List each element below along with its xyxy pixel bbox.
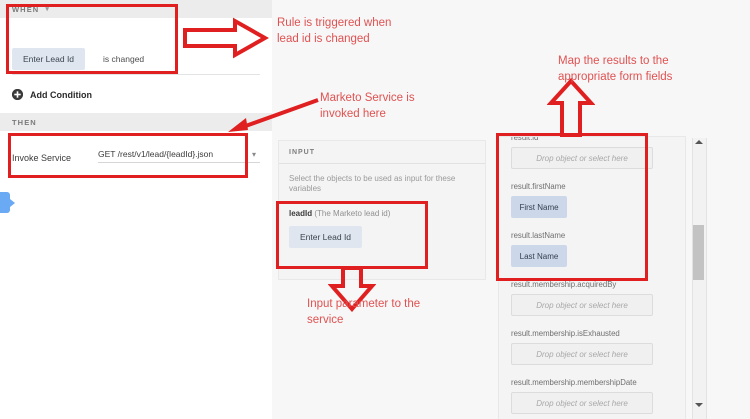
annotation-text-mapping: Map the results to the appropriate form … bbox=[558, 55, 673, 83]
output-field-result-lastname: result.lastName Last Name bbox=[511, 231, 673, 267]
when-operator-label[interactable]: is changed bbox=[103, 54, 145, 64]
when-section-body: Enter Lead Id is changed bbox=[0, 18, 272, 74]
output-field-result-firstname: result.firstName First Name bbox=[511, 182, 673, 218]
then-section-body: Invoke Service GET /rest/v1/lead/{leadId… bbox=[0, 131, 272, 183]
add-condition-button[interactable]: Add Condition bbox=[12, 89, 92, 100]
chevron-down-icon[interactable]: ▾ bbox=[45, 6, 50, 13]
invoke-service-row: Invoke Service GET /rest/v1/lead/{leadId… bbox=[12, 149, 260, 163]
add-condition-label: Add Condition bbox=[30, 89, 92, 100]
input-variable-value-chip[interactable]: Enter Lead Id bbox=[289, 225, 363, 248]
drop-target[interactable]: Drop object or select here bbox=[511, 294, 653, 316]
output-field-label: result.lastName bbox=[511, 231, 566, 240]
arrow-up-icon bbox=[547, 78, 595, 137]
chevron-down-icon: ▾ bbox=[251, 149, 256, 159]
output-panel: result.id Drop object or select here res… bbox=[498, 136, 686, 419]
output-field-isexhausted: result.membership.isExhausted Drop objec… bbox=[511, 329, 673, 365]
mapped-field-chip[interactable]: First Name bbox=[511, 196, 567, 218]
panel-tooltip: d the panel. bbox=[0, 192, 15, 213]
input-panel-title: INPUT bbox=[279, 141, 485, 164]
output-field-acquiredby: result.membership.acquiredBy Drop object… bbox=[511, 280, 673, 316]
input-variable-name: leadId (The Marketo lead id) bbox=[289, 209, 475, 218]
input-panel: INPUT Select the objects to be used as i… bbox=[278, 140, 486, 280]
annotation-text-trigger: Rule is triggered when lead id is change… bbox=[277, 17, 392, 45]
service-select-value: GET /rest/v1/lead/{leadId}.json bbox=[98, 149, 214, 159]
annotation-text-input: Input parameter to the service bbox=[307, 298, 421, 326]
rule-builder-column: WHEN ▾ Enter Lead Id is changed Add Cond… bbox=[0, 0, 272, 419]
output-field-label: result.membership.isExhausted bbox=[511, 329, 620, 338]
output-field-label: result.id bbox=[511, 136, 539, 142]
mapped-field-chip[interactable]: Last Name bbox=[511, 245, 567, 267]
when-divider bbox=[12, 74, 260, 75]
when-label: WHEN bbox=[12, 4, 40, 14]
input-variable-leadid: leadId (The Marketo lead id) Enter Lead … bbox=[279, 195, 485, 248]
plus-circle-icon bbox=[12, 89, 23, 100]
service-select[interactable]: GET /rest/v1/lead/{leadId}.json ▾ bbox=[98, 149, 260, 163]
trigger-field-chip[interactable]: Enter Lead Id bbox=[12, 48, 86, 70]
drop-target[interactable]: Drop object or select here bbox=[511, 147, 653, 169]
input-panel-hint: Select the objects to be used as input f… bbox=[289, 174, 456, 194]
when-condition-row: Enter Lead Id is changed bbox=[12, 48, 144, 70]
output-field-list: result.id Drop object or select here res… bbox=[499, 136, 685, 414]
then-label: THEN bbox=[12, 117, 37, 127]
input-variable-desc: (The Marketo lead id) bbox=[314, 208, 391, 218]
output-field-label: result.membership.membershipDate bbox=[511, 378, 637, 387]
invoke-service-label: Invoke Service bbox=[12, 153, 72, 163]
drop-target[interactable]: Drop object or select here bbox=[511, 343, 653, 365]
output-field-membershipdate: result.membership.membershipDate Drop ob… bbox=[511, 378, 673, 414]
triangle-down-icon[interactable] bbox=[694, 403, 703, 412]
then-section-header: THEN bbox=[0, 113, 272, 131]
output-field-label: result.firstName bbox=[511, 182, 566, 191]
triangle-up-icon[interactable] bbox=[694, 140, 703, 149]
input-variable-key: leadId bbox=[289, 208, 313, 218]
scrollbar-thumb[interactable] bbox=[693, 225, 704, 280]
annotation-text-service: Marketo Service is invoked here bbox=[320, 92, 415, 120]
when-section-header[interactable]: WHEN ▾ bbox=[0, 0, 272, 18]
output-field-label: result.membership.acquiredBy bbox=[511, 280, 617, 289]
drop-target[interactable]: Drop object or select here bbox=[511, 392, 653, 414]
output-field-result-id: result.id Drop object or select here bbox=[511, 136, 673, 169]
